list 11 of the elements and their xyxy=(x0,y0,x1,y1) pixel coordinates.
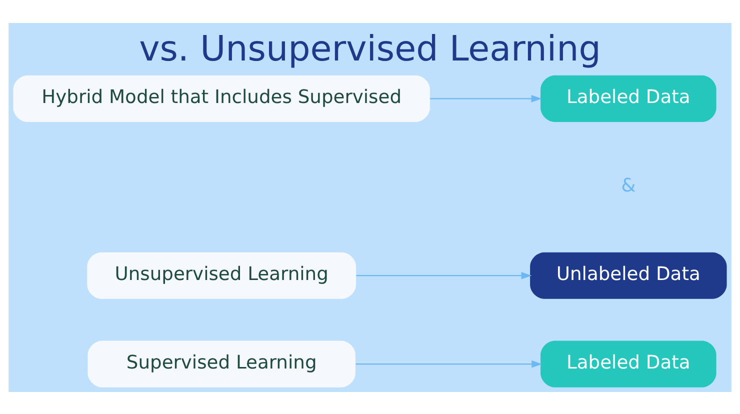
arrow xyxy=(356,360,542,368)
arrow xyxy=(430,94,542,102)
node-box: Hybrid Model that Includes Supervised xyxy=(13,74,430,122)
arrow xyxy=(356,271,532,279)
node-box: Labeled Data xyxy=(540,340,716,387)
label: & xyxy=(621,175,636,196)
node-box: Supervised Learning xyxy=(88,340,356,387)
node-box: Unlabeled Data xyxy=(530,252,727,298)
node-box: Labeled Data xyxy=(540,74,716,122)
node-box: Unsupervised Learning xyxy=(87,252,356,298)
diagram-title: vs. Unsupervised Learning xyxy=(139,28,601,69)
